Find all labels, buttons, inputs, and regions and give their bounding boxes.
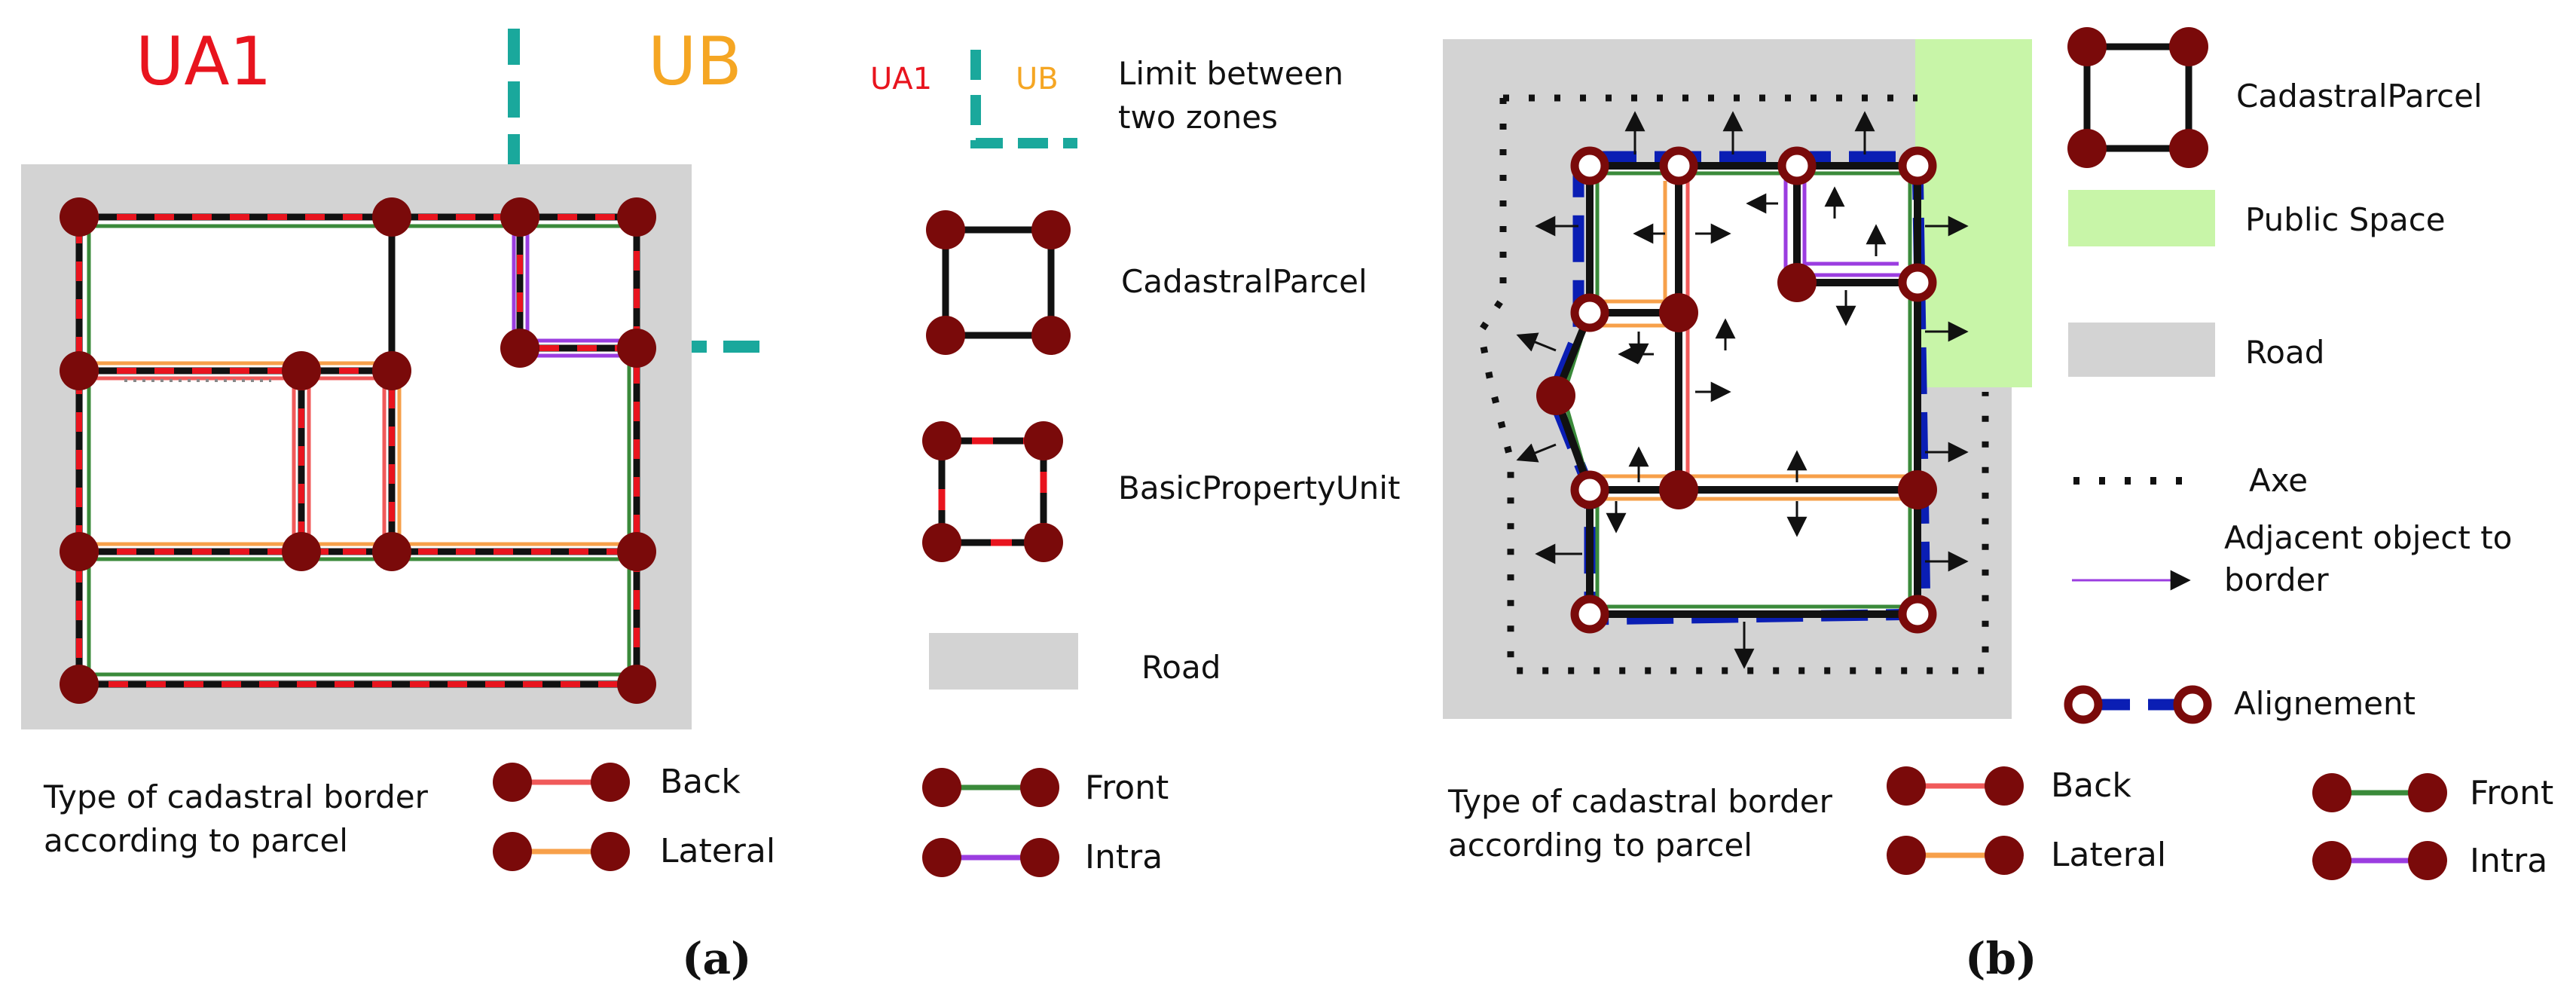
legend-road-b: Road xyxy=(2068,323,2324,377)
axe-path-b-2 xyxy=(1477,98,1989,674)
legend-cadastral-parcel-a-label: CadastralParcel xyxy=(1121,263,1367,300)
legend-a: UA1 UB Limit between two zones Cadastral… xyxy=(870,50,1400,690)
border-type-label-a-line1: Type of cadastral border xyxy=(43,778,429,815)
legend-lateral-a: Lateral xyxy=(493,832,775,871)
legend-basic-property-unit-a-label: BasicPropertyUnit xyxy=(1118,469,1400,506)
legend-back-a: Back xyxy=(493,763,741,802)
legend-lateral-a-label: Lateral xyxy=(660,832,775,870)
legend-road-a: Road xyxy=(929,633,1221,690)
legend-intra-b: Intra xyxy=(2312,841,2547,880)
legend-back-b: Back xyxy=(1887,766,2131,806)
legend-alignement-b: Alignement xyxy=(2068,685,2416,722)
legend-intra-b-label: Intra xyxy=(2470,842,2547,880)
legend-zone-ua1: UA1 xyxy=(870,62,932,96)
legend-zone-limit-label-1: Limit between xyxy=(1118,55,1343,92)
legend-b: CadastralParcel Public Space Road Axe Ad… xyxy=(2067,27,2512,722)
legend-lateral-b-label: Lateral xyxy=(2051,836,2166,874)
legend-back-b-label: Back xyxy=(2051,766,2131,805)
panel-b: Type of cadastral border according to pa… xyxy=(1443,39,2553,984)
parcels-a xyxy=(83,220,637,680)
legend-alignement-b-label: Alignement xyxy=(2234,685,2416,722)
legend-front-b: Front xyxy=(2312,773,2553,812)
legend-cadastral-parcel-b: CadastralParcel xyxy=(2067,27,2483,168)
legend-intra-a-label: Intra xyxy=(1085,838,1163,876)
legend-road-b-label: Road xyxy=(2245,334,2324,371)
legend-cadastral-parcel-a: CadastralParcel xyxy=(926,210,1367,355)
legend-public-space-b: Public Space xyxy=(2068,190,2446,246)
legend-zone-limit-label-2: two zones xyxy=(1118,99,1278,136)
legend-axe-b-label: Axe xyxy=(2249,462,2308,499)
legend-front-a-label: Front xyxy=(1085,769,1169,807)
border-type-label-a-line2: according to parcel xyxy=(44,822,348,859)
public-space-b xyxy=(1915,39,2032,387)
legend-adjacent-object-b-label-2: border xyxy=(2224,561,2329,598)
zone-ua1-label: UA1 xyxy=(136,23,272,100)
caption-b: (b) xyxy=(1965,933,2037,984)
zone-ub-label: UB xyxy=(648,23,742,100)
legend-front-a: Front xyxy=(922,768,1169,807)
legend-adjacent-object-b-label-1: Adjacent object to xyxy=(2224,519,2512,556)
legend-intra-a: Intra xyxy=(922,838,1163,877)
legend-axe-b: Axe xyxy=(2073,462,2308,499)
legend-lateral-b: Lateral xyxy=(1887,836,2166,875)
legend-zone-limit-line xyxy=(970,50,1077,148)
legend-public-space-b-label: Public Space xyxy=(2245,201,2446,238)
adjacent-arrows-b xyxy=(1516,111,1969,669)
legend-zone-ub: UB xyxy=(1016,62,1059,96)
border-type-label-b-line1: Type of cadastral border xyxy=(1447,783,1833,820)
legend-adjacent-object-b: Adjacent object to border xyxy=(2072,519,2512,598)
legend-road-a-label: Road xyxy=(1141,649,1221,686)
parcels-b xyxy=(1552,166,1917,614)
legend-basic-property-unit-a: BasicPropertyUnit xyxy=(922,421,1400,562)
legend-cadastral-parcel-b-label: CadastralParcel xyxy=(2236,78,2483,115)
legend-front-b-label: Front xyxy=(2470,774,2553,812)
legend-back-a-label: Back xyxy=(660,763,741,801)
caption-a: (a) xyxy=(682,933,751,984)
border-type-label-b-line2: according to parcel xyxy=(1448,827,1752,864)
panel-a: UA1 UB xyxy=(21,23,1169,984)
